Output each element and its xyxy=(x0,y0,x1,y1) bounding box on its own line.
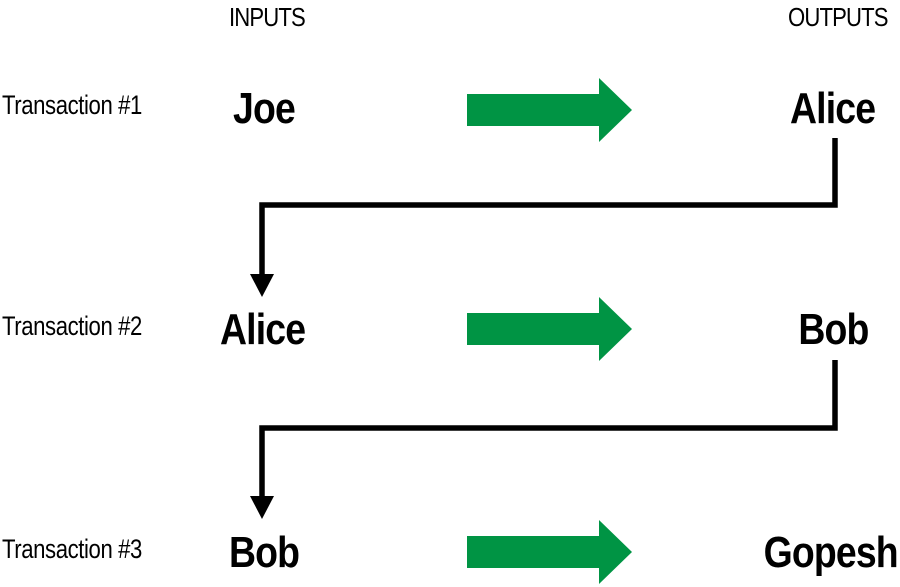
transaction-2-output: Bob xyxy=(798,305,870,354)
connector-2-line xyxy=(259,360,838,500)
transaction-2-input: Alice xyxy=(220,305,306,354)
outputs-header: OUTPUTS xyxy=(788,2,889,32)
connector-1-line xyxy=(259,138,838,278)
transaction-1-output: Alice xyxy=(789,84,876,133)
transfer-arrow-1 xyxy=(467,78,632,142)
transaction-2-label: Transaction #2 xyxy=(2,311,142,341)
transaction-3-label: Transaction #3 xyxy=(2,534,142,564)
transfer-arrow-2 xyxy=(467,297,632,361)
transaction-3-output: Gopesh xyxy=(763,528,899,577)
connector-2-arrowhead xyxy=(250,496,274,519)
transaction-3-input: Bob xyxy=(229,528,300,577)
inputs-header: INPUTS xyxy=(229,2,306,32)
transaction-1-label: Transaction #1 xyxy=(2,90,142,120)
connector-1-arrowhead xyxy=(250,274,274,297)
transfer-arrow-3 xyxy=(467,520,632,584)
transaction-1-input: Joe xyxy=(233,84,296,133)
